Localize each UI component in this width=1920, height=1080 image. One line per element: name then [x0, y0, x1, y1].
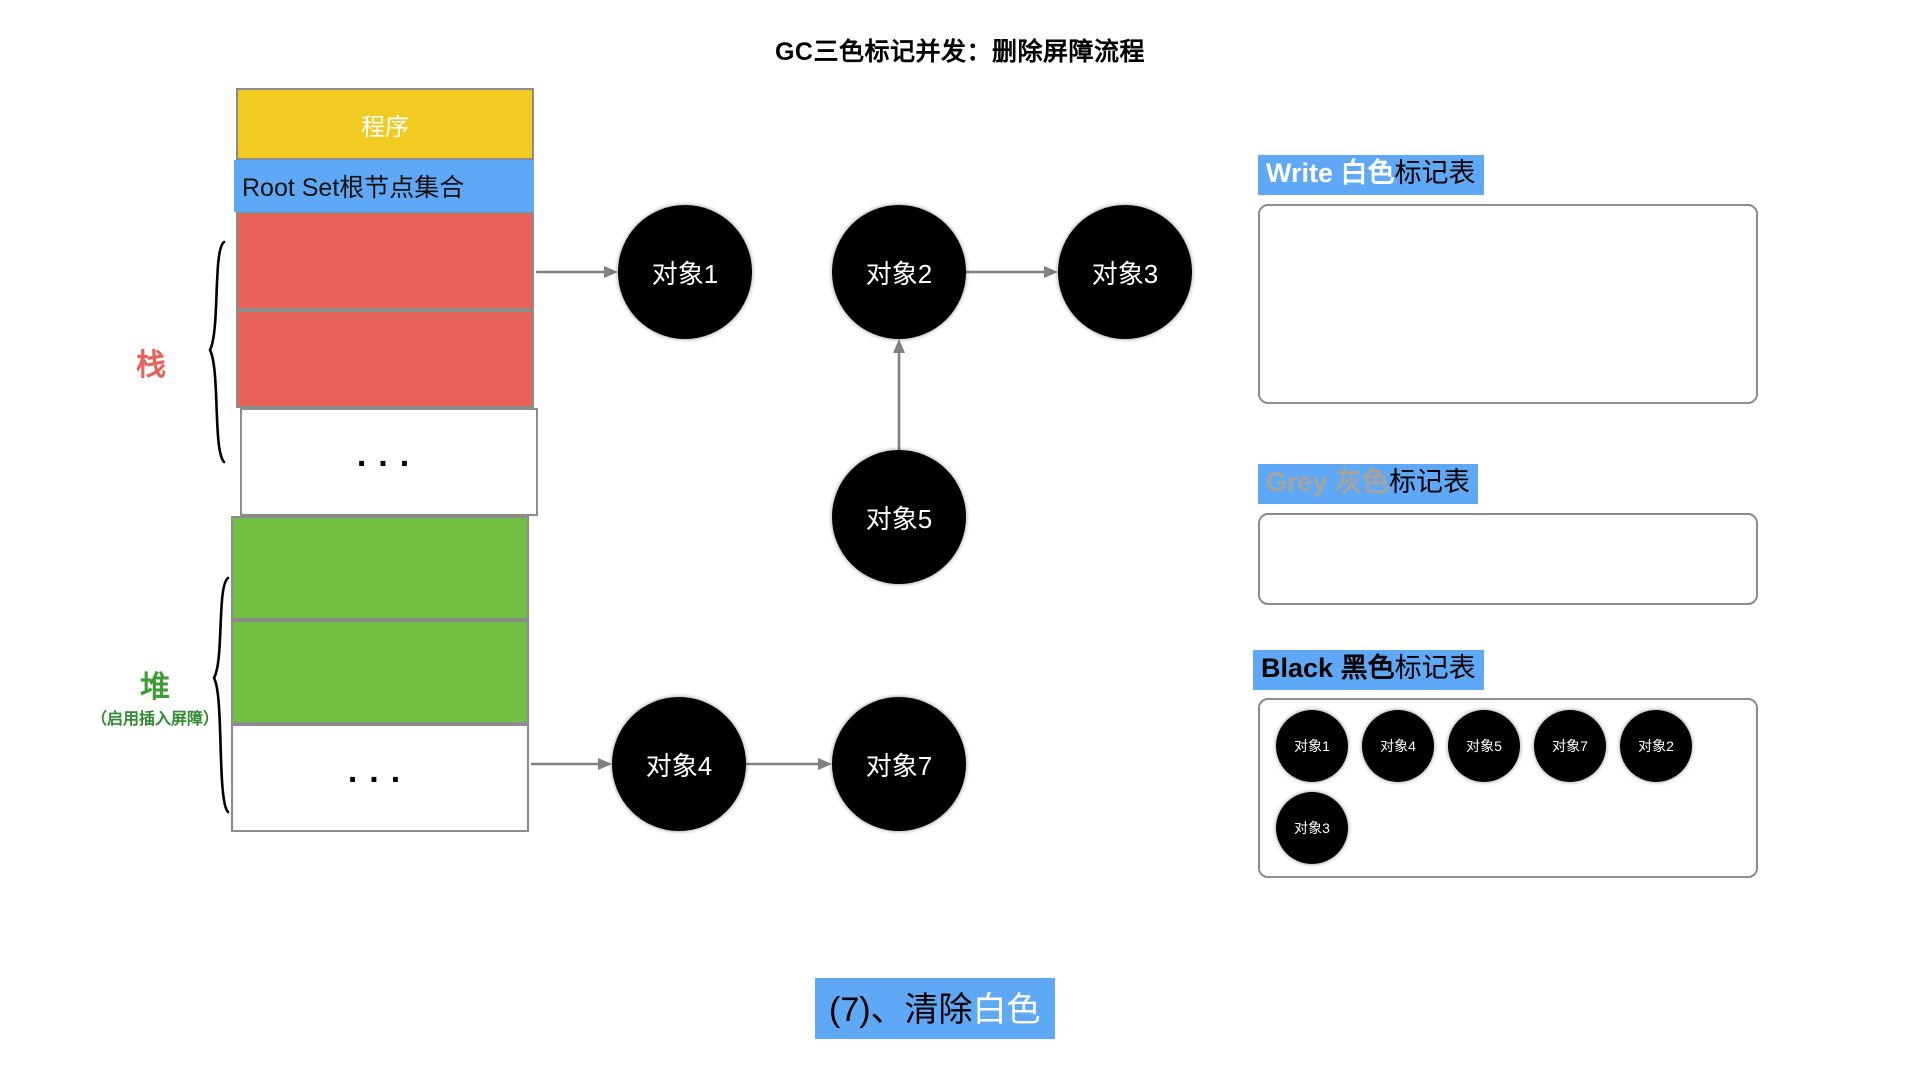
step-caption: (7)、清除白色 — [815, 978, 1055, 1039]
heap-slot-2 — [231, 620, 529, 724]
grey-header-rest-cn: 标记表 — [1389, 467, 1471, 497]
node-obj7[interactable]: 对象7 — [832, 697, 966, 831]
black-table-header: Black 黑色标记表 — [1253, 650, 1484, 690]
black-header-en: Black — [1261, 653, 1334, 683]
heap-label: 堆 — [140, 671, 170, 704]
write-header-en: Write — [1266, 158, 1334, 188]
heap-sublabel: （启用插入屏障） — [90, 711, 219, 728]
black-item-4[interactable]: 对象7 — [1534, 710, 1606, 782]
grey-table-box[interactable] — [1258, 513, 1758, 605]
stack-slot-1 — [236, 212, 534, 310]
stack-ellipsis-cell: ... — [240, 408, 538, 516]
grey-header-color-cn: 灰色 — [1335, 467, 1390, 497]
memory-column: 程序 Root Set根节点集合 ... ... — [231, 88, 538, 832]
edge-obj2-to-obj3 — [966, 266, 1058, 278]
edge-obj4-to-obj7 — [746, 758, 832, 770]
black-item-6[interactable]: 对象3 — [1276, 792, 1348, 864]
heap-ellipsis-cell: ... — [231, 724, 529, 832]
edge-heap-to-obj4 — [531, 758, 612, 770]
write-table-header: Write 白色标记表 — [1258, 155, 1484, 195]
write-header-rest-cn: 标记表 — [1394, 158, 1476, 188]
write-header-color-cn: 白色 — [1340, 158, 1395, 188]
black-header-color-cn: 黑色 — [1340, 653, 1395, 683]
black-item-1[interactable]: 对象1 — [1276, 710, 1348, 782]
page-title: GC三色标记并发：删除屏障流程 — [774, 38, 1145, 66]
black-item-5[interactable]: 对象2 — [1620, 710, 1692, 782]
node-obj3[interactable]: 对象3 — [1058, 205, 1192, 339]
stack-label: 栈 — [136, 349, 166, 382]
grey-table-header: Grey 灰色标记表 — [1258, 464, 1479, 504]
heap-slot-1 — [231, 516, 529, 620]
node-obj4[interactable]: 对象4 — [612, 697, 746, 831]
caption-prefix: (7)、清除 — [829, 991, 973, 1029]
grey-header-en: Grey — [1266, 467, 1328, 497]
stack-slot-2 — [236, 310, 534, 408]
black-item-2[interactable]: 对象4 — [1362, 710, 1434, 782]
node-obj5[interactable]: 对象5 — [832, 450, 966, 584]
stack-brace — [208, 240, 226, 464]
node-obj2[interactable]: 对象2 — [832, 205, 966, 339]
black-item-3[interactable]: 对象5 — [1448, 710, 1520, 782]
black-header-rest-cn: 标记表 — [1394, 653, 1476, 683]
edge-obj5-to-obj2 — [893, 339, 905, 450]
caption-highlight: 白色 — [972, 991, 1041, 1029]
black-table-items: 对象1 对象4 对象5 对象7 对象2 对象3 — [1276, 710, 1746, 864]
node-obj1[interactable]: 对象1 — [618, 205, 752, 339]
root-set-cell: Root Set根节点集合 — [234, 160, 534, 212]
edge-stack-to-obj1 — [536, 266, 618, 278]
write-table-box[interactable] — [1258, 204, 1758, 404]
program-cell: 程序 — [236, 88, 534, 160]
